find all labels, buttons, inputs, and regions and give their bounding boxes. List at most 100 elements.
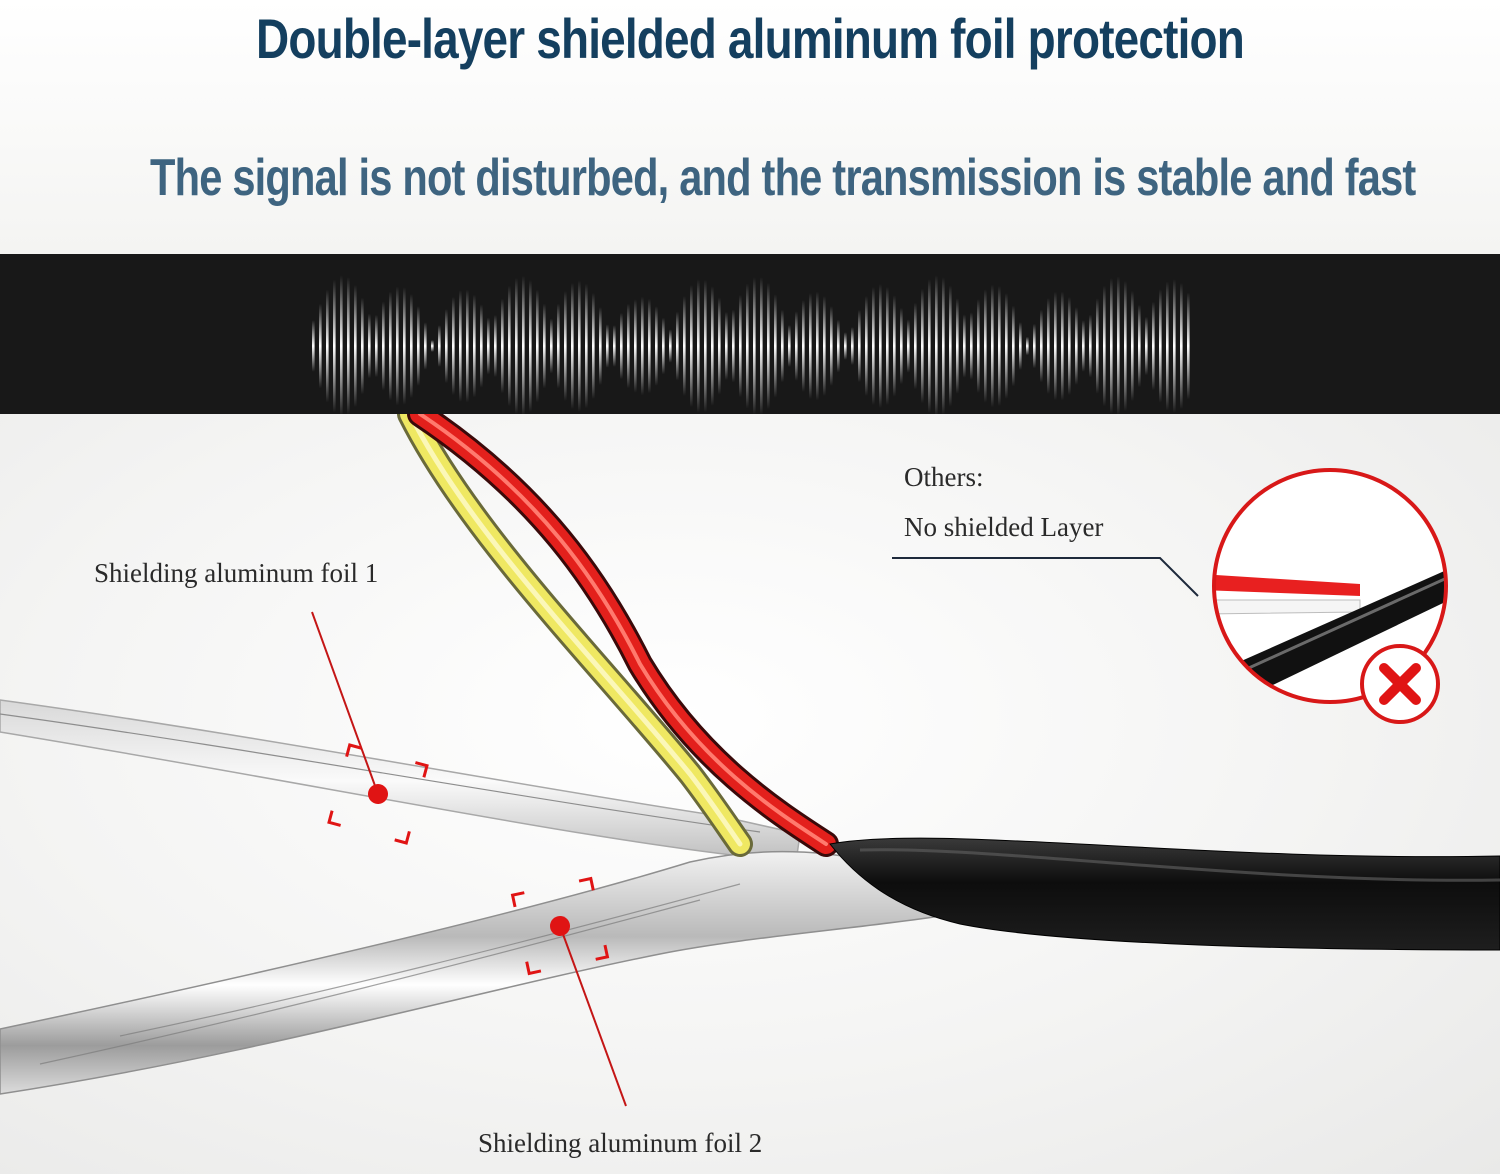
wave-bar bbox=[620, 312, 623, 380]
wave-bar bbox=[837, 319, 840, 373]
wave-bar bbox=[893, 295, 896, 397]
wave-bar bbox=[641, 296, 644, 396]
wave-bar bbox=[746, 283, 749, 409]
wave-bar bbox=[536, 289, 539, 403]
wave-bar bbox=[683, 296, 686, 396]
header-area: Double-layer shielded aluminum foil prot… bbox=[0, 0, 1500, 254]
wave-bar bbox=[571, 282, 574, 410]
cross-mark-icon bbox=[1379, 663, 1421, 705]
wave-bar bbox=[886, 286, 889, 406]
wave-bar bbox=[739, 294, 742, 398]
wave-bar bbox=[956, 298, 959, 394]
wave-bar bbox=[907, 319, 910, 373]
wave-bar bbox=[725, 311, 728, 381]
wave-bar bbox=[669, 329, 672, 363]
wave-bar bbox=[599, 306, 602, 386]
others-leader-line bbox=[892, 557, 1199, 597]
wave-bar bbox=[445, 308, 448, 384]
wave-bar bbox=[333, 279, 336, 413]
wave-bar bbox=[459, 290, 462, 402]
wave-bar bbox=[508, 285, 511, 407]
wave-bar bbox=[424, 322, 427, 370]
target-marker-1 bbox=[327, 743, 429, 845]
wave-bar bbox=[795, 311, 798, 381]
wave-bar bbox=[410, 293, 413, 399]
wave-bar bbox=[802, 300, 805, 392]
wave-bar bbox=[1124, 280, 1127, 412]
wave-bar bbox=[340, 275, 343, 414]
wave-bar bbox=[1026, 336, 1029, 356]
wave-bar bbox=[830, 306, 833, 386]
wave-bar bbox=[844, 332, 847, 360]
wave-bar bbox=[529, 279, 532, 413]
wave-bar bbox=[809, 293, 812, 399]
wave-bar bbox=[921, 288, 924, 404]
headline-secondary: The signal is not disturbed, and the tra… bbox=[150, 149, 1416, 207]
wave-bar bbox=[963, 314, 966, 378]
wave-bar bbox=[879, 283, 882, 409]
wave-bar bbox=[1047, 297, 1050, 395]
wave-bar bbox=[648, 298, 651, 394]
wave-bar bbox=[914, 302, 917, 390]
cable-illustration bbox=[0, 414, 1500, 1107]
wave-bar bbox=[991, 284, 994, 408]
wave-bar bbox=[928, 279, 931, 413]
wave-bar bbox=[977, 299, 980, 393]
wave-bar bbox=[872, 286, 875, 406]
wave-bar bbox=[396, 286, 399, 406]
wave-bar bbox=[466, 289, 469, 403]
signal-wave-band bbox=[0, 254, 1500, 414]
foil-2-pointer bbox=[559, 925, 627, 1107]
wave-bar bbox=[1166, 281, 1169, 411]
wave-bar bbox=[375, 314, 378, 378]
wave-bar bbox=[1019, 321, 1022, 371]
wave-bar bbox=[1117, 276, 1120, 414]
wave-bar bbox=[1187, 292, 1190, 400]
wave-bar bbox=[312, 320, 315, 372]
wave-bar bbox=[851, 326, 854, 366]
wave-bar bbox=[522, 275, 525, 414]
wave-bar bbox=[452, 296, 455, 396]
black-cable-jacket bbox=[829, 837, 1500, 951]
wave-bar bbox=[1110, 277, 1113, 414]
wave-bar bbox=[578, 280, 581, 412]
wave-bar bbox=[1082, 320, 1085, 372]
wave-bar bbox=[711, 286, 714, 406]
wave-bar bbox=[368, 313, 371, 379]
wave-bar bbox=[781, 309, 784, 383]
wave-bar bbox=[1138, 304, 1141, 388]
wave-bar bbox=[438, 325, 441, 367]
wave-bar bbox=[1131, 290, 1134, 402]
wave-bar bbox=[984, 289, 987, 403]
wave-bar bbox=[487, 317, 490, 375]
wave-bar bbox=[949, 285, 952, 407]
foil-2-label: Shielding aluminum foil 2 bbox=[478, 1128, 763, 1158]
wave-bar bbox=[1152, 301, 1155, 391]
wave-bar bbox=[403, 287, 406, 405]
wave-bar bbox=[473, 294, 476, 398]
wave-bar bbox=[417, 306, 420, 386]
wave-bar bbox=[1061, 291, 1064, 401]
wave-bar bbox=[326, 289, 329, 403]
wave-bar bbox=[627, 303, 630, 389]
wave-bar bbox=[550, 318, 553, 374]
wave-bar bbox=[865, 295, 868, 397]
wave-bar bbox=[564, 291, 567, 401]
wave-bar bbox=[823, 295, 826, 397]
wave-bar bbox=[1040, 309, 1043, 383]
wave-bar bbox=[697, 279, 700, 413]
wave-bar bbox=[613, 325, 616, 367]
wave-bar bbox=[816, 291, 819, 401]
wave-bar bbox=[718, 297, 721, 395]
wave-bar bbox=[634, 299, 637, 393]
cable-photo bbox=[0, 414, 1500, 1174]
wave-bar bbox=[592, 292, 595, 400]
foil-1-label: Shielding aluminum foil 1 bbox=[94, 558, 379, 588]
wave-bar bbox=[1159, 289, 1162, 403]
wave-bar bbox=[1012, 305, 1015, 387]
wave-bar bbox=[606, 324, 609, 368]
wave-bar bbox=[1173, 279, 1176, 413]
wave-bar bbox=[361, 297, 364, 395]
wave-bar bbox=[690, 284, 693, 408]
wave-bar bbox=[662, 317, 665, 375]
